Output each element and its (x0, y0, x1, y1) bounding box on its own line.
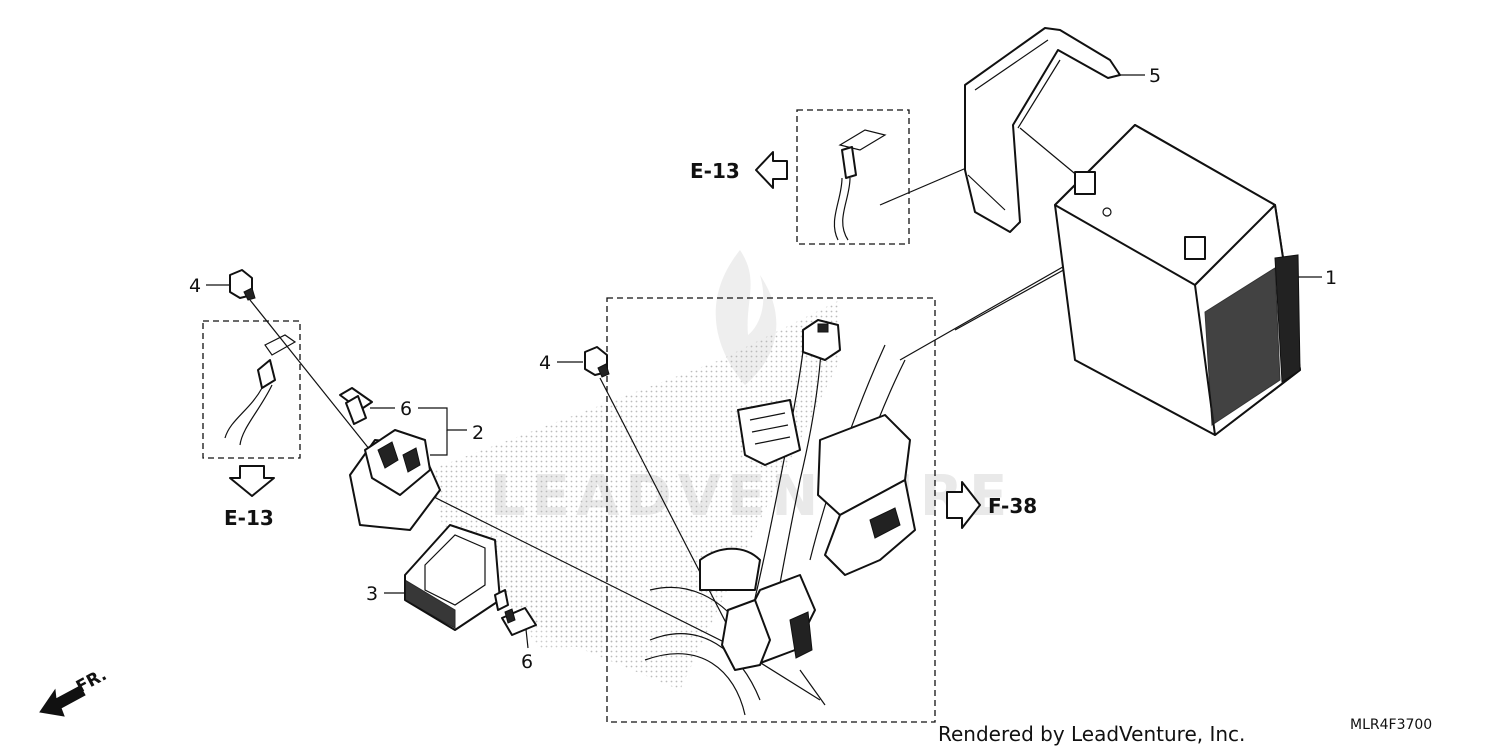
ref-f38[interactable]: F-38 (988, 494, 1037, 518)
e13-lower-arrow-icon (229, 465, 275, 497)
credit-text: Rendered by LeadVenture, Inc. (938, 722, 1245, 746)
front-direction-arrow-icon (39, 685, 86, 717)
callout-bolt-left[interactable]: 4 (189, 275, 201, 297)
diagram-code: MLR4F3700 (1350, 717, 1432, 733)
harness-detail-box (606, 297, 936, 723)
terminal-detail-box-upper (796, 109, 910, 245)
bolt-left (229, 269, 256, 301)
ref-e13-upper[interactable]: E-13 (690, 159, 740, 183)
terminal-cable-left (224, 334, 297, 446)
terminal-cable-upper (833, 129, 887, 241)
e13-upper-arrow-icon (755, 151, 788, 189)
f38-arrow-icon (946, 481, 981, 529)
callout-fuse-upper[interactable]: 6 (400, 398, 412, 420)
ref-e13-lower[interactable]: E-13 (224, 506, 274, 530)
bolt-center (584, 346, 610, 378)
battery (1054, 124, 1301, 436)
battery-band (964, 27, 1121, 233)
callout-battery[interactable]: 1 (1325, 267, 1337, 289)
terminal-detail-box-left (202, 320, 301, 459)
relay (404, 524, 509, 631)
fuse-lower (501, 607, 537, 636)
callout-band[interactable]: 5 (1149, 65, 1161, 87)
callout-fuse-lower[interactable]: 6 (521, 651, 533, 673)
callout-bolt-center[interactable]: 4 (539, 352, 551, 374)
fuse-box (349, 429, 441, 531)
wire-harness (644, 319, 916, 716)
callout-relay[interactable]: 3 (366, 583, 378, 605)
callout-fuse-box[interactable]: 2 (472, 422, 484, 444)
fuse-upper (339, 387, 373, 425)
